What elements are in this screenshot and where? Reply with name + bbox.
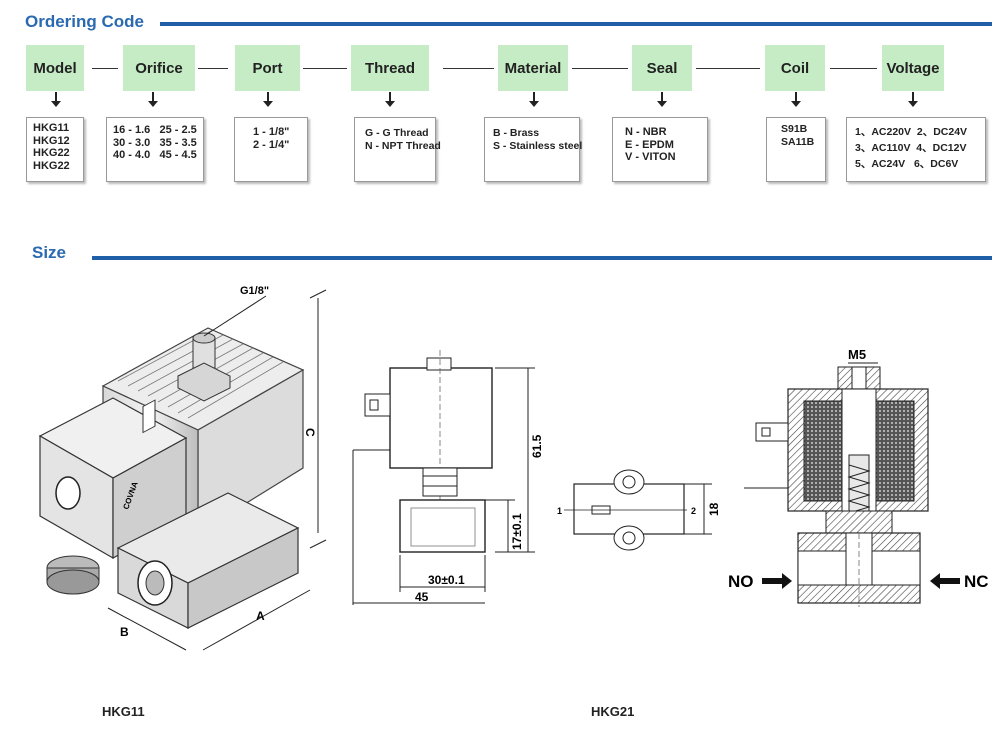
pin-1-label: 1 — [557, 506, 562, 516]
dim-a-label: A — [256, 609, 265, 623]
seal-options: N - NBR E - EPDM V - VITON — [612, 117, 708, 182]
field-port-header: Port — [235, 45, 300, 91]
dim-b-label: B — [120, 625, 129, 639]
option-text: 40 - 4.0 45 - 4.5 — [113, 149, 197, 161]
down-arrow-icon — [51, 92, 61, 107]
field-seal-header: Seal — [632, 45, 692, 91]
down-arrow-icon — [385, 92, 395, 107]
down-arrow-icon — [529, 92, 539, 107]
arrow-left-icon — [930, 573, 960, 589]
caption-hkg21: HKG21 — [591, 704, 635, 719]
side-view-drawing: 61.5 17±0.1 30±0.1 45 — [352, 350, 544, 605]
ordering-code-rule — [160, 22, 992, 26]
top-view-drawing: 1 2 18 — [557, 469, 721, 551]
field-voltage-header: Voltage — [882, 45, 944, 91]
option-text: HKG12 — [33, 134, 70, 147]
down-arrow-icon — [908, 92, 918, 107]
field-coil-header: Coil — [765, 45, 825, 91]
orifice-options: 16 - 1.6 25 - 2.5 30 - 3.0 35 - 3.5 40 -… — [106, 117, 204, 182]
connector-line — [830, 68, 877, 69]
arrow-right-icon — [762, 573, 792, 589]
dim-body-label: 17±0.1 — [510, 513, 524, 550]
field-material-header: Material — [498, 45, 568, 91]
size-rule — [92, 256, 992, 260]
option-text: SA11B — [781, 135, 815, 148]
ordering-code-title: Ordering Code — [25, 12, 145, 31]
cross-section-drawing: M5 NO NC — [728, 347, 989, 607]
coil-options: S91B SA11B — [766, 117, 826, 182]
voltage-options: 1、AC220V 2、DC24V 3、AC110V 4、DC12V 5、AC24… — [846, 117, 986, 182]
down-arrow-icon — [657, 92, 667, 107]
option-text: S91B — [781, 123, 808, 135]
option-text: 1、AC220V 2、DC24V — [855, 126, 968, 138]
option-text: 2 - 1/4" — [253, 138, 290, 151]
connector-line — [303, 68, 347, 69]
m5-label: M5 — [848, 347, 866, 362]
caption-hkg11: HKG11 — [102, 704, 145, 719]
field-thread-header: Thread — [351, 45, 429, 91]
option-text: N - NBR — [625, 126, 667, 138]
port-options: 1 - 1/8" 2 - 1/4" — [234, 117, 308, 182]
option-text: 1 - 1/8" — [253, 126, 290, 138]
option-text: V - VITON — [625, 151, 676, 163]
down-arrow-icon — [148, 92, 158, 107]
no-port-label: NO — [728, 572, 754, 591]
option-text: 16 - 1.6 25 - 2.5 — [113, 124, 197, 136]
dim-height-label: 61.5 — [530, 434, 544, 458]
pin-2-label: 2 — [691, 506, 696, 516]
option-text: HKG11 — [33, 122, 70, 134]
option-text: B - Brass — [493, 127, 540, 139]
option-text: 30 - 3.0 35 - 3.5 — [113, 136, 197, 149]
connector-line — [198, 68, 228, 69]
connector-line — [696, 68, 760, 69]
size-title: Size — [32, 243, 67, 262]
field-model-header: Model — [26, 45, 84, 91]
dim-top-label: 18 — [707, 502, 721, 516]
isometric-valve-drawing: COVNA G1/8" C A B — [38, 285, 327, 651]
option-text: HKG22 — [33, 147, 70, 159]
connector-line — [443, 68, 494, 69]
dim-c-label: C — [303, 428, 317, 437]
nc-port-label: NC — [964, 572, 989, 591]
dim-width-label: 45 — [415, 590, 429, 604]
port-thread-label: G1/8" — [240, 285, 269, 297]
field-orifice-header: Orifice — [123, 45, 195, 91]
option-text: 3、AC110V 4、DC12V — [855, 142, 967, 154]
connector-line — [92, 68, 118, 69]
option-text: S - Stainless steel — [493, 139, 583, 152]
connector-line — [572, 68, 628, 69]
option-text: G - G Thread — [365, 127, 429, 139]
option-text: E - EPDM — [625, 138, 674, 151]
dim-inner-label: 30±0.1 — [428, 573, 465, 587]
option-text: N - NPT Thread — [365, 139, 441, 152]
option-text: HKG22 — [33, 159, 70, 172]
option-text: 5、AC24V 6、DC6V — [855, 158, 959, 170]
down-arrow-icon — [791, 92, 801, 107]
down-arrow-icon — [263, 92, 273, 107]
material-options: B - Brass S - Stainless steel — [484, 117, 583, 182]
thread-options: G - G Thread N - NPT Thread — [354, 117, 441, 182]
model-options: HKG11 HKG12 HKG22 HKG22 — [26, 117, 84, 182]
